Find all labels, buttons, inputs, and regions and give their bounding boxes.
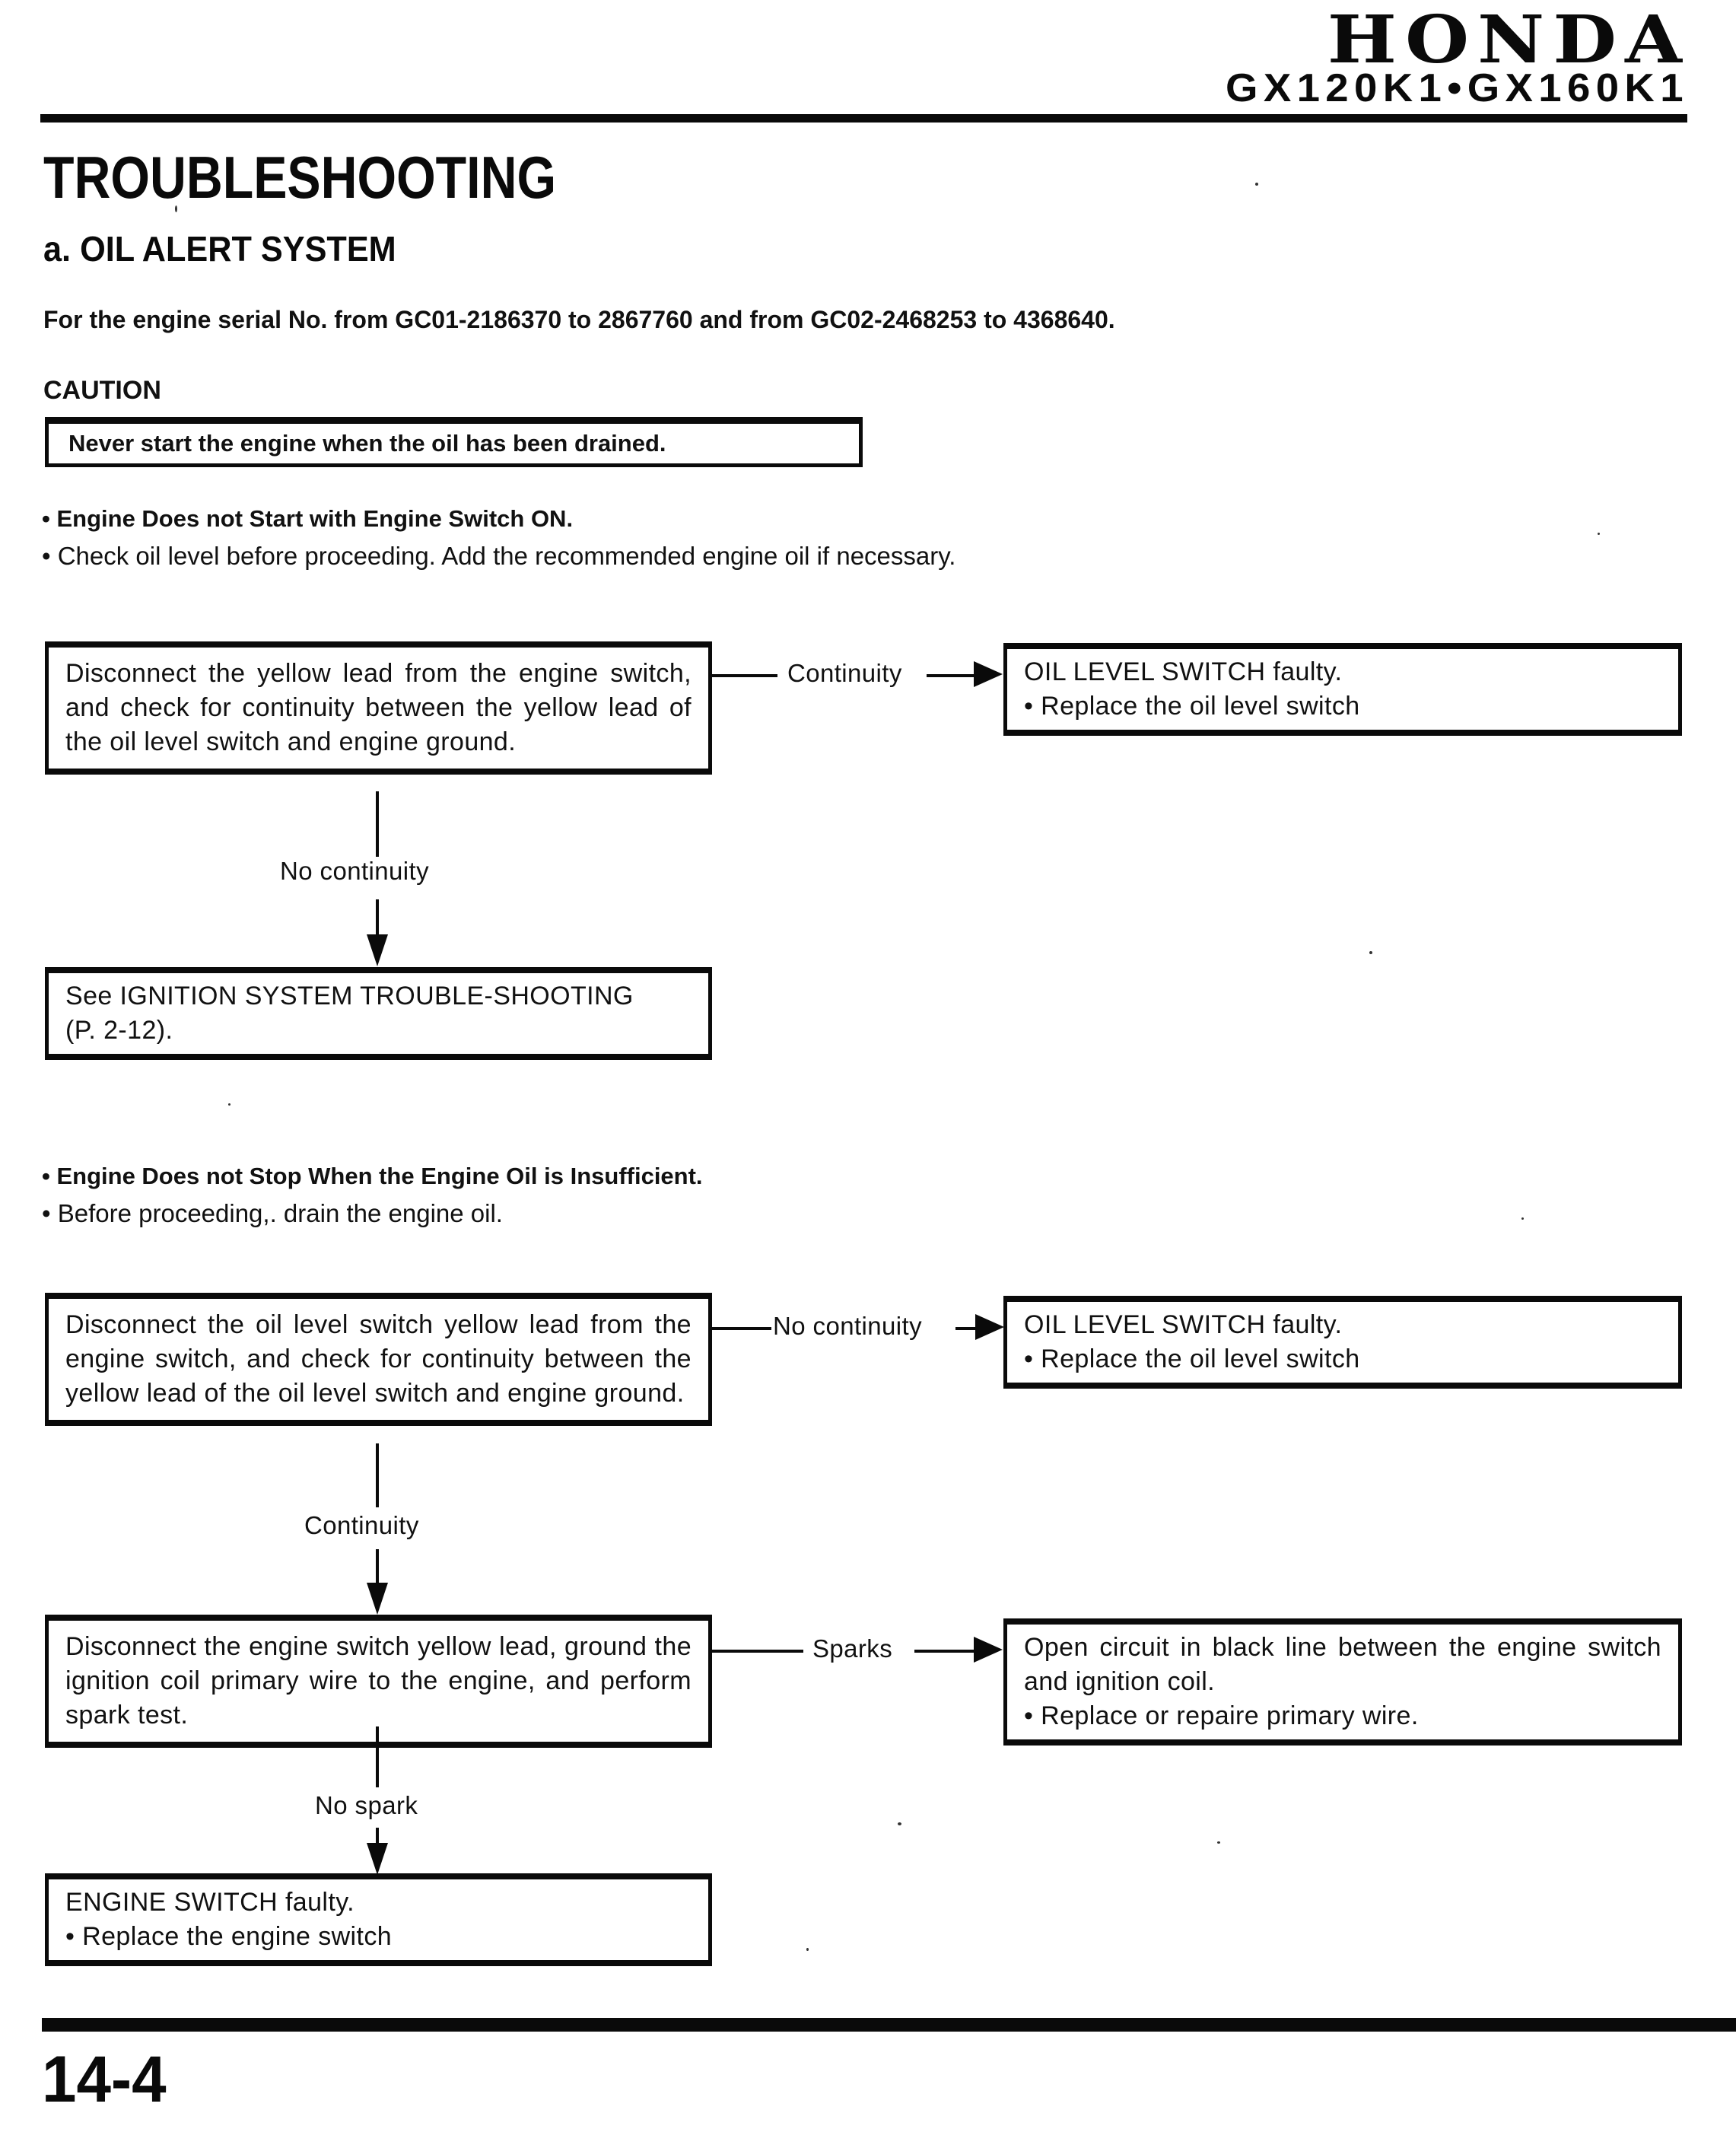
scan-speck (175, 205, 177, 212)
result-box-engine-switch: ENGINE SWITCH faulty. • Replace the engi… (45, 1873, 712, 1966)
result-box-oil-level-switch-2: OIL LEVEL SWITCH faulty. • Replace the o… (1003, 1296, 1682, 1389)
right-arrow (974, 661, 1003, 687)
header-rule (40, 114, 1687, 123)
branch-label-sparks: Sparks (812, 1634, 893, 1663)
right-arrow (975, 1314, 1004, 1340)
scan-speck (228, 1103, 231, 1106)
connector-line (376, 899, 379, 934)
flow-step-box-2: Disconnect the oil level switch yellow l… (45, 1293, 712, 1426)
right-arrow (974, 1637, 1003, 1663)
branch-label-continuity-2: Continuity (304, 1511, 419, 1539)
down-arrow (367, 934, 388, 966)
caution-box: Never start the engine when the oil has … (45, 417, 863, 467)
scan-speck (806, 1948, 809, 1951)
page-title: TROUBLESHOOTING (43, 144, 557, 211)
result-action: • Replace or repaire primary wire. (1024, 1701, 1419, 1730)
page-number: 14-4 (42, 2043, 167, 2116)
scan-speck (1255, 183, 1258, 186)
result-action: • Replace the oil level switch (1024, 692, 1360, 721)
connector-line (712, 1650, 803, 1653)
result-title: ENGINE SWITCH faulty. (65, 1888, 355, 1917)
caution-message: Never start the engine when the oil has … (68, 430, 666, 457)
connector-line (376, 791, 379, 857)
bullet-engine-not-start: • Engine Does not Start with Engine Swit… (42, 505, 574, 532)
result-title: OIL LEVEL SWITCH faulty. (1024, 657, 1343, 686)
result-action: • Replace the oil level switch (1024, 1345, 1360, 1373)
scan-speck (898, 1822, 901, 1825)
bullet-engine-not-stop: • Engine Does not Stop When the Engine O… (42, 1163, 703, 1189)
branch-label-no-continuity-2: No continuity (773, 1312, 922, 1340)
scan-speck (1217, 1841, 1220, 1844)
footer-rule (42, 2018, 1736, 2032)
result-box-oil-level-switch-1: OIL LEVEL SWITCH faulty. • Replace the o… (1003, 643, 1682, 736)
flow-step-box-3: Disconnect the engine switch yellow lead… (45, 1615, 712, 1748)
caution-label: CAUTION (43, 376, 161, 405)
result-box-ignition-system: See IGNITION SYSTEM TROUBLE-SHOOTING (P.… (45, 967, 712, 1060)
scan-speck (1598, 533, 1600, 535)
serial-range-note: For the engine serial No. from GC01-2186… (43, 306, 1115, 333)
connector-line (376, 1828, 379, 1844)
connector-line (927, 674, 974, 677)
branch-label-no-continuity: No continuity (280, 857, 429, 885)
connector-line (712, 674, 777, 677)
connector-line (376, 1549, 379, 1584)
result-box-open-circuit: Open circuit in black line between the e… (1003, 1618, 1682, 1746)
scan-speck (1521, 1217, 1524, 1220)
result-title: OIL LEVEL SWITCH faulty. (1024, 1310, 1343, 1339)
model-codes: GX120K1•GX160K1 (1226, 66, 1689, 110)
scan-speck (1369, 951, 1372, 954)
connector-line (712, 1327, 771, 1330)
section-heading: a. OIL ALERT SYSTEM (43, 229, 396, 269)
bullet-check-oil-level: • Check oil level before proceeding. Add… (42, 542, 956, 570)
branch-label-continuity: Continuity (787, 659, 902, 687)
connector-line (955, 1327, 977, 1330)
connector-line (914, 1650, 975, 1653)
result-action: • Replace the engine switch (65, 1922, 393, 1951)
flow-step-box-1: Disconnect the yellow lead from the engi… (45, 641, 712, 775)
connector-line (376, 1443, 379, 1507)
result-text: Open circuit in black line between the e… (1024, 1633, 1661, 1696)
connector-line (376, 1726, 379, 1787)
branch-label-no-spark: No spark (315, 1791, 418, 1819)
honda-logo: HONDA (1327, 2, 1690, 78)
bullet-drain-oil: • Before proceeding,. drain the engine o… (42, 1199, 503, 1227)
down-arrow (367, 1583, 388, 1615)
down-arrow (367, 1843, 388, 1875)
